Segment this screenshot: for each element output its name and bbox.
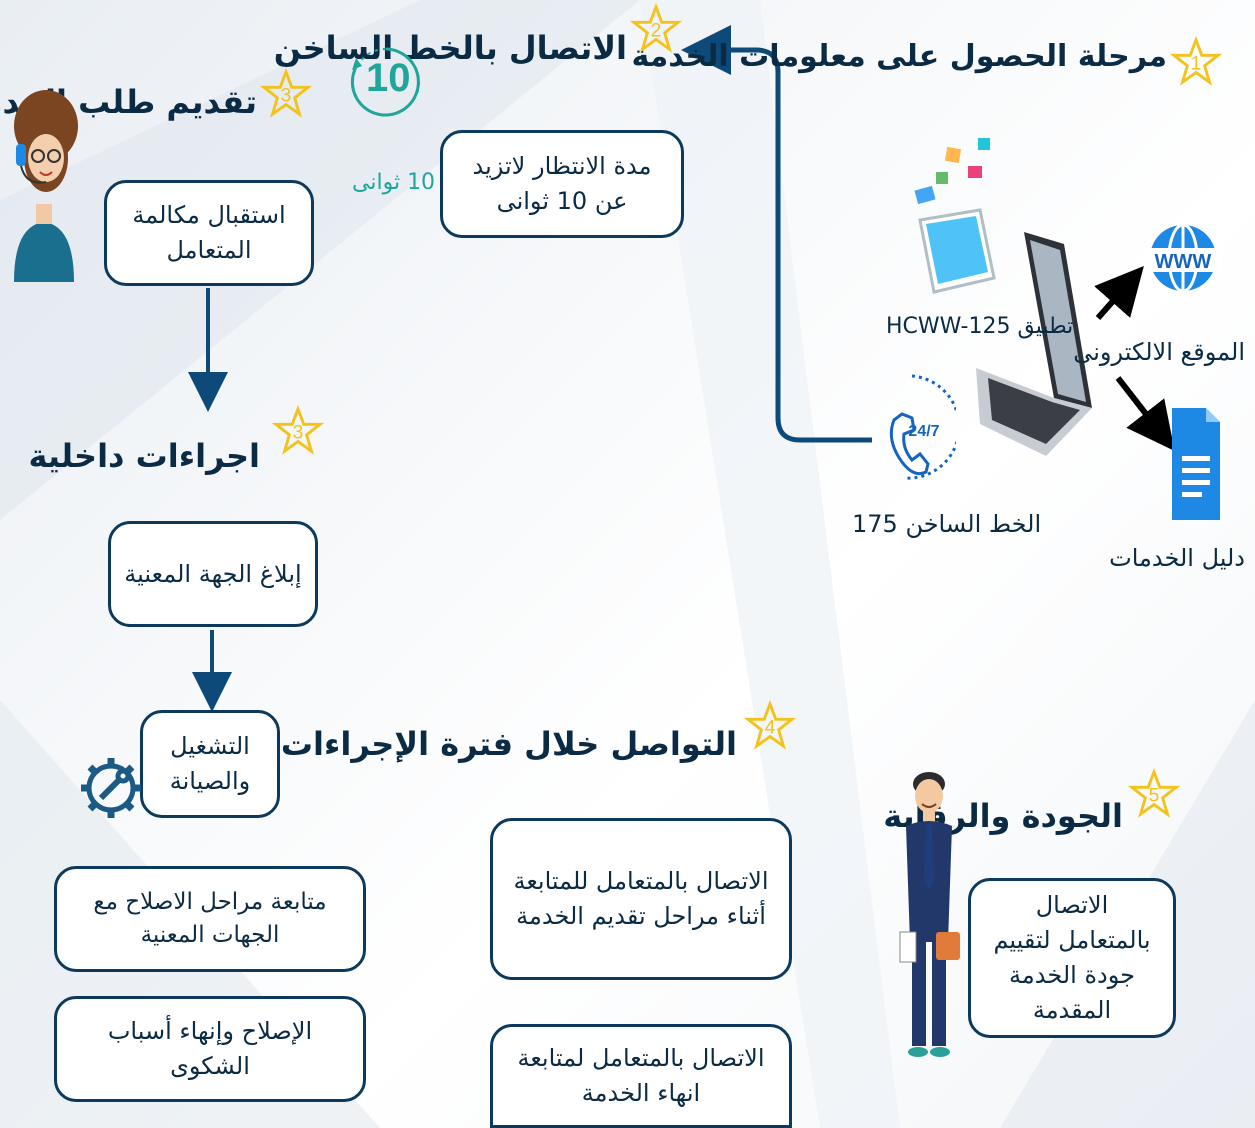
- step3a-star-icon: 3: [259, 67, 313, 118]
- notify-authority-box: إبلاغ الجهة المعنية: [108, 521, 318, 627]
- website-label: الموقع الالكترونى: [1073, 338, 1245, 366]
- svg-text:4: 4: [765, 718, 776, 739]
- hotline-phone-icon: 24/7: [884, 370, 961, 492]
- app-label: تطبيق HCWW-125: [886, 314, 1074, 339]
- svg-text:2: 2: [651, 21, 662, 42]
- timer-number: 10: [366, 56, 411, 100]
- follow-during-service-box: الاتصال بالمتعامل للمتابعة أثناء مراحل ت…: [490, 818, 792, 980]
- globe-www-icon: WWW: [1146, 198, 1220, 322]
- step5-star-icon: 5: [1127, 767, 1181, 818]
- svg-text:5: 5: [1149, 786, 1160, 807]
- step1-star-icon: 1: [1169, 35, 1223, 86]
- step4-star-icon: 4: [743, 699, 797, 750]
- hotline-label: الخط الساخن 175: [852, 510, 1042, 538]
- step2-title: الاتصال بالخط الساخن: [273, 29, 627, 67]
- operation-maintenance-box: التشغيل والصيانة: [140, 710, 280, 818]
- businessman-icon: [896, 772, 962, 1062]
- timer-icon: [348, 22, 424, 142]
- mobile-app-icon: [906, 128, 1002, 298]
- laptop-to-website-arrow: [1094, 266, 1144, 320]
- follow-service-end-box: الاتصال بالمتعامل لمتابعة انهاء الخدمة: [490, 1024, 792, 1128]
- document-icon: [1170, 404, 1224, 522]
- step4-title: التواصل خلال فترة الإجراءات: [280, 725, 737, 763]
- follow-repair-box: متابعة مراحل الاصلاح مع الجهات المعنية: [54, 866, 366, 972]
- svg-text:3: 3: [293, 423, 304, 444]
- laptop-icon: [968, 228, 1096, 462]
- gear-wrench-icon: [78, 732, 144, 840]
- fix-complaint-box: الإصلاح وإنهاء أسباب الشكوى: [54, 996, 366, 1102]
- quality-evaluation-box: الاتصال بالمتعامل لتقييم جودة الخدمة الم…: [968, 878, 1176, 1038]
- svg-text:24/7: 24/7: [908, 423, 939, 440]
- hotline-to-step2-arrow: [681, 25, 872, 443]
- wait-time-box: مدة الانتظار لاتزيد عن 10 ثوانى: [440, 130, 684, 238]
- step3b-title: اجراءات داخلية: [28, 437, 260, 475]
- svg-text:1: 1: [1191, 54, 1202, 75]
- step2-star-icon: 2: [629, 2, 683, 53]
- step3b-star-icon: 3: [271, 404, 325, 455]
- svg-text:3: 3: [281, 86, 292, 107]
- call-center-agent-icon: [6, 86, 82, 282]
- services-guide-label: دليل الخدمات: [1109, 544, 1245, 572]
- call-reception-box: استقبال مكالمة المتعامل: [104, 180, 314, 286]
- svg-text:WWW: WWW: [1155, 251, 1212, 273]
- timer-caption: 10 ثوانى: [352, 170, 436, 195]
- laptop-to-guide-arrow: [1115, 376, 1175, 451]
- step1-title: مرحلة الحصول على معلومات الخدمة: [631, 39, 1167, 74]
